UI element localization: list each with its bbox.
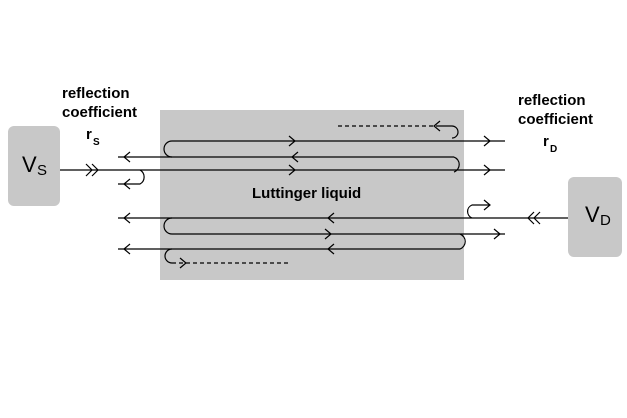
lower-line-2-arrow xyxy=(324,228,332,240)
upper-right-loop xyxy=(440,125,459,139)
drain-reservoir xyxy=(568,177,622,257)
lower-line-3-arrow xyxy=(327,243,335,255)
upper-line-2-arrow xyxy=(291,151,299,163)
drain-reflection-loop xyxy=(467,204,490,219)
drain-injection-arrow xyxy=(533,211,541,225)
upper-line-3-end-arrow xyxy=(483,164,491,176)
lower-left-loop-2 xyxy=(164,248,173,264)
upper-line-1-end-arrow xyxy=(483,135,491,147)
lower-right-loop xyxy=(459,233,466,250)
left-label-line2: coefficient xyxy=(62,104,138,121)
lower-line-1-arrow xyxy=(327,212,335,224)
upper-dashed-arrow xyxy=(433,120,441,132)
luttinger-liquid-region xyxy=(160,110,464,280)
lower-line-2-end-arrow xyxy=(493,228,501,240)
luttinger-liquid-label: Luttinger liquid xyxy=(252,185,362,202)
drain-reflection-arrow xyxy=(483,199,491,211)
source-injection-arrow-2 xyxy=(91,163,99,177)
source-voltage-symbol: V xyxy=(22,152,37,177)
upper-line-1-arrow xyxy=(288,135,296,147)
left-label-line1: reflection xyxy=(62,85,130,102)
drain-voltage-subscript: D xyxy=(600,212,611,229)
upper-line-3-arrow xyxy=(288,164,296,176)
lower-dashed-arrow xyxy=(179,257,187,269)
lower-line-1-end-arrow xyxy=(123,212,131,224)
right-label-symbol: r xyxy=(543,133,549,150)
source-reservoir xyxy=(8,126,60,206)
source-injection-arrow xyxy=(85,163,93,177)
lower-left-loop xyxy=(163,217,173,235)
left-label-symbol: r xyxy=(86,126,92,143)
upper-line-2-end-arrow xyxy=(123,151,131,163)
left-label-subscript: S xyxy=(93,137,100,148)
drain-injection-arrow-2 xyxy=(527,211,535,225)
upper-right-loop-2 xyxy=(453,156,460,173)
lower-line-3-end-arrow xyxy=(123,243,131,255)
source-reflection-arrow xyxy=(123,178,131,190)
right-label-line2: coefficient xyxy=(518,111,594,128)
source-voltage-subscript: S xyxy=(37,162,48,179)
source-reflection-loop xyxy=(118,169,145,185)
drain-voltage-symbol: V xyxy=(585,202,600,227)
right-label-subscript: D xyxy=(550,144,558,155)
right-label-line1: reflection xyxy=(518,92,586,109)
